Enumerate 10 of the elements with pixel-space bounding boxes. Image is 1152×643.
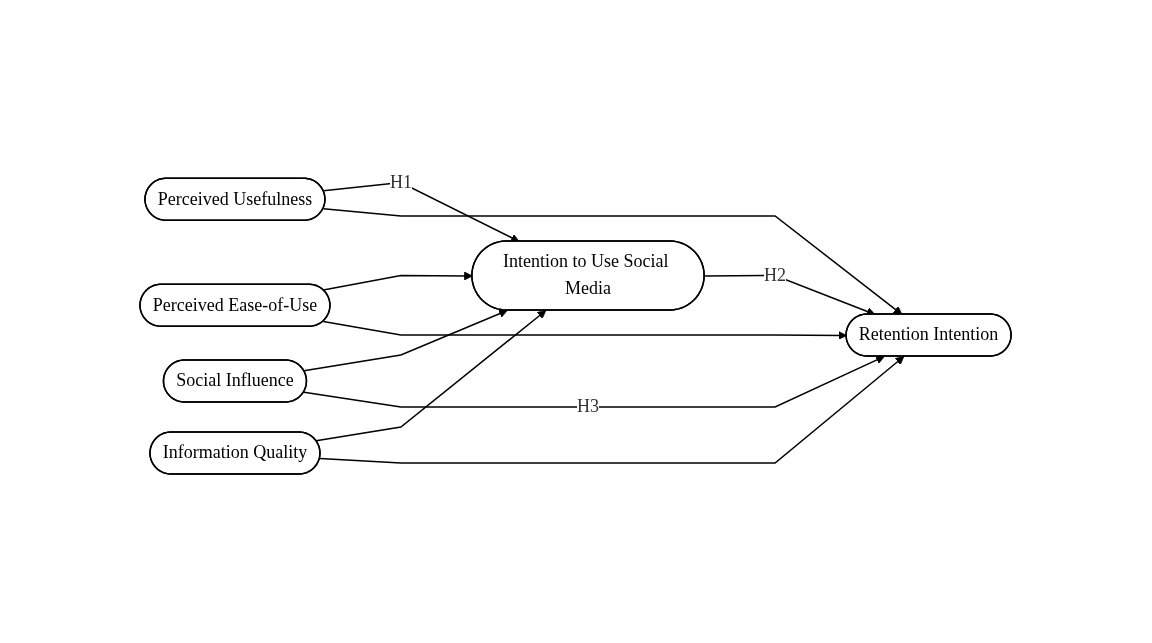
arrow [319, 356, 905, 464]
arrow [315, 310, 547, 442]
arrow [303, 355, 886, 408]
arrow [303, 309, 509, 372]
arrow [704, 274, 876, 316]
edge-label: H3 [577, 396, 600, 417]
arrow [323, 181, 520, 242]
edge-label: H2 [764, 264, 787, 285]
arrow [323, 207, 903, 315]
edge-label: H1 [390, 172, 413, 192]
